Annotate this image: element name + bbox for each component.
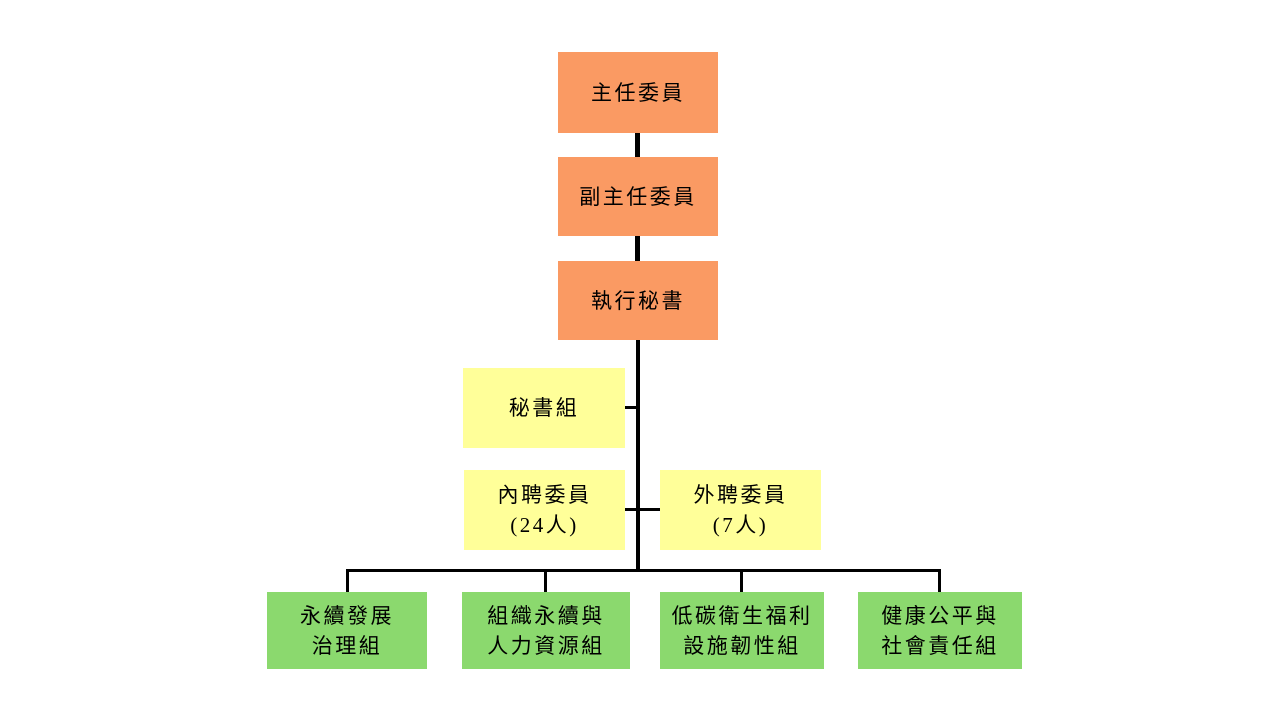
node-division-equity: 健康公平與 社會責任組 bbox=[858, 592, 1022, 669]
node-division-governance-line2: 治理組 bbox=[311, 633, 383, 658]
node-division-lowcarbon: 低碳衛生福利 設施韌性組 bbox=[660, 592, 824, 669]
node-internal-members: 內聘委員 (24人) bbox=[464, 470, 625, 550]
node-division-lowcarbon-line1: 低碳衛生福利 bbox=[671, 603, 813, 628]
node-vice-chairman: 副主任委員 bbox=[558, 157, 718, 236]
node-chairman-label: 主任委員 bbox=[591, 80, 685, 105]
node-executive-secretary: 執行秘書 bbox=[558, 261, 718, 340]
node-division-governance: 永續發展 治理組 bbox=[267, 592, 427, 669]
node-division-governance-line1: 永續發展 bbox=[300, 603, 394, 628]
node-division-org-hr-line2: 人力資源組 bbox=[487, 633, 605, 658]
connector-vice-exec bbox=[635, 236, 640, 261]
connector-drop-division-4 bbox=[938, 569, 941, 593]
connector-trunk bbox=[636, 340, 640, 572]
node-division-equity-line2: 社會責任組 bbox=[881, 633, 999, 658]
connector-secretariat-trunk bbox=[625, 406, 638, 409]
connector-drop-division-2 bbox=[544, 569, 547, 593]
connector-drop-division-3 bbox=[740, 569, 743, 593]
node-division-lowcarbon-line2: 設施韌性組 bbox=[683, 633, 801, 658]
node-division-org-hr-line1: 組織永續與 bbox=[487, 603, 605, 628]
node-division-org-hr: 組織永續與 人力資源組 bbox=[462, 592, 630, 669]
node-executive-secretary-label: 執行秘書 bbox=[591, 288, 685, 313]
connector-chairman-vice bbox=[635, 133, 640, 157]
node-secretariat: 秘書組 bbox=[463, 368, 625, 448]
node-division-equity-line1: 健康公平與 bbox=[881, 603, 999, 628]
node-external-members-label: 外聘委員 bbox=[693, 483, 788, 507]
connector-drop-division-1 bbox=[346, 569, 349, 593]
node-secretariat-label: 秘書組 bbox=[508, 396, 580, 420]
node-external-members: 外聘委員 (7人) bbox=[660, 470, 821, 550]
node-internal-members-label: 內聘委員 bbox=[497, 483, 592, 507]
node-external-members-count: (7人) bbox=[712, 513, 769, 537]
node-chairman: 主任委員 bbox=[558, 52, 718, 133]
node-vice-chairman-label: 副主任委員 bbox=[579, 184, 697, 209]
connector-members-trunk bbox=[625, 508, 660, 511]
connector-divisions-horizontal bbox=[346, 569, 941, 572]
node-internal-members-count: (24人) bbox=[510, 513, 579, 537]
